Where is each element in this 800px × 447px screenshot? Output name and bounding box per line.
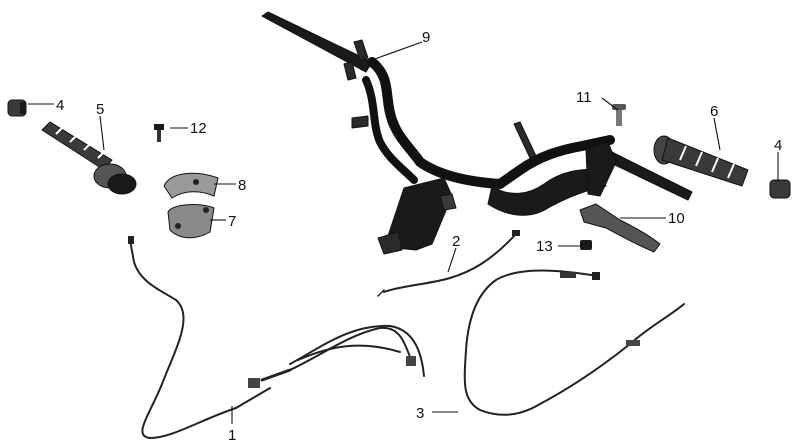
callout-10: 10 — [668, 210, 685, 227]
bar-end-right — [769, 179, 791, 199]
screw-12 — [154, 124, 164, 142]
callout-8: 8 — [238, 177, 246, 194]
callout-6: 6 — [710, 103, 718, 120]
callout-12: 12 — [190, 120, 207, 137]
leader-lines — [28, 41, 779, 424]
lower-clamp — [167, 204, 215, 239]
callout-13: 13 — [536, 238, 553, 255]
callout-9: 9 — [422, 29, 430, 46]
callout-7: 7 — [228, 213, 236, 230]
callout-5: 5 — [96, 101, 104, 118]
upper-clamp — [163, 172, 219, 199]
callout-4-left: 4 — [56, 97, 64, 114]
brake-lever — [579, 203, 661, 253]
right-grip — [653, 135, 749, 187]
short-cable — [377, 230, 520, 297]
callout-4-right: 4 — [774, 137, 782, 154]
throttle-cable — [128, 236, 425, 439]
callout-1: 1 — [228, 427, 236, 444]
callout-3: 3 — [416, 405, 424, 422]
handlebar-frame — [261, 11, 693, 255]
brake-cable — [463, 269, 685, 416]
callout-2: 2 — [452, 233, 460, 250]
nut-13 — [580, 240, 592, 250]
bar-end-left — [7, 99, 27, 117]
callout-11: 11 — [576, 89, 592, 106]
left-grip — [41, 121, 137, 195]
callout-labels: 4 5 12 8 7 9 11 6 4 10 13 2 1 3 — [56, 29, 782, 444]
